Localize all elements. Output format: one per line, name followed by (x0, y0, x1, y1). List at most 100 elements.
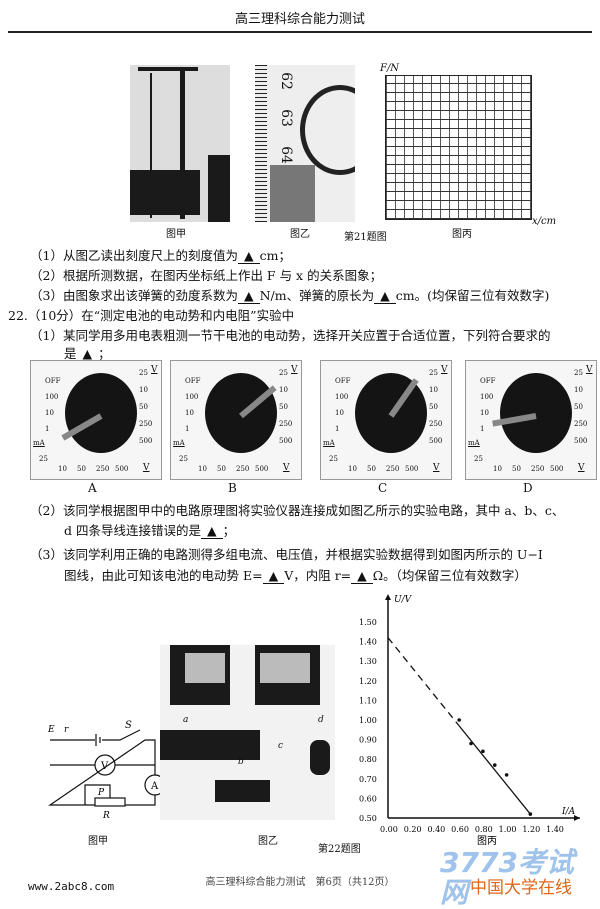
dial-label: 25 (139, 369, 148, 377)
y-tick-label: 0.50 (359, 814, 377, 823)
figure-22-yi-photo: a b c d (160, 645, 335, 820)
dial-label: 100 (335, 393, 349, 401)
q21-item-1: （1）从图乙读出刻度尺上的刻度值为▲cm； (30, 245, 291, 264)
dial-label: 50 (574, 403, 583, 411)
dial-label: 1 (185, 425, 190, 433)
dial-label: 10 (429, 386, 438, 394)
dial-label: 50 (279, 403, 288, 411)
y-axis-label: U/V (394, 595, 413, 605)
dial-label: 250 (96, 465, 110, 473)
y-tick-label: 1.00 (359, 716, 377, 725)
x-tick-label: 0.60 (451, 825, 469, 834)
option-label-C: C (378, 481, 388, 495)
q22-item-3-cont: 图线，由此可知该电池的电动势 E=▲V，内阻 r=▲Ω。（均保留三位有效数字） (64, 565, 527, 584)
dial-unit: V (578, 463, 585, 473)
y-tick-label: 1.30 (359, 657, 377, 666)
dial-label: 10 (335, 409, 344, 417)
answer-blank[interactable]: ▲ (374, 288, 396, 304)
header-divider (8, 31, 592, 33)
dial-label: 50 (77, 465, 86, 473)
option-label-D: D (523, 481, 533, 495)
data-point (528, 812, 533, 816)
dial-label: 250 (531, 465, 545, 473)
x-axis-label: I/A (561, 807, 576, 817)
figure-21-yi-ruler-photo: 62 63 64 65 (255, 65, 355, 222)
item-text: d 四条导线连接错误的是 (64, 523, 201, 538)
selector-dial (205, 373, 277, 453)
answer-blank[interactable]: ▲ (351, 568, 373, 584)
data-point (457, 718, 461, 722)
data-point (469, 741, 473, 746)
label-E: E (47, 725, 55, 735)
q21-item-2: （2）根据所测数据，在图丙坐标纸上作出 F 与 x 的关系图象； (30, 265, 382, 284)
ui-graph: U/VI/A0.500.600.700.800.901.001.101.201.… (359, 594, 580, 845)
dial-label: 10 (185, 409, 194, 417)
answer-blank[interactable]: ▲ (237, 288, 260, 304)
selector-dial (355, 373, 427, 453)
label-V: V (100, 761, 109, 772)
dial-label: 100 (45, 393, 59, 401)
item-text: 由图象求出该弹簧的劲度系数为 (62, 288, 238, 303)
dial-label: 10 (279, 386, 288, 394)
item-text: Ω。（均保留三位有效数字） (372, 568, 527, 583)
circuit-diagram: E r S V A P R (47, 720, 160, 820)
x-tick-label: 0.80 (475, 825, 493, 834)
voltmeter-symbol (94, 754, 116, 776)
dial-unit: V (441, 365, 448, 375)
dial-label: 50 (512, 465, 521, 473)
dial-label: 250 (574, 420, 588, 428)
page-footer: 高三理科综合能力测试 第6页（共12页） (205, 877, 395, 888)
caption-21-yi: 图乙 (290, 229, 310, 240)
wire-label-a: a (183, 715, 189, 725)
answer-blank[interactable]: ▲ (262, 568, 285, 584)
answer-blank[interactable]: ▲ (237, 248, 260, 264)
dial-label: 25 (574, 369, 583, 377)
dial-label: 1 (480, 425, 485, 433)
selector-pointer (61, 413, 103, 441)
dial-label: 1 (45, 425, 50, 433)
item-text: ； (98, 346, 111, 361)
x-tick-label: 0.20 (404, 825, 422, 834)
watermark-logo: 3773考试网 (440, 846, 574, 909)
item-number: （1） (30, 248, 63, 263)
dial-label: 500 (405, 465, 419, 473)
item-text: cm； (259, 248, 291, 263)
answer-blank[interactable]: ▲ (200, 523, 223, 539)
grid-y-axis-label: F/N (380, 63, 400, 74)
dial-label: 50 (139, 403, 148, 411)
x-tick-label: 1.00 (499, 825, 517, 834)
selector-pointer (388, 378, 419, 418)
dial-label: 500 (139, 437, 153, 445)
dial-unit: V (586, 365, 593, 375)
item-text: 从图乙读出刻度尺上的刻度值为 (62, 248, 238, 263)
dial-label: 25 (474, 455, 483, 463)
wire-label-d: d (318, 715, 324, 725)
q22-item-3: （3）该同学利用正确的电路测得多组电流、电压值，并根据实验数据得到如图丙所示的 … (30, 544, 543, 563)
dial-label: 10 (348, 465, 357, 473)
dial-label: 250 (139, 420, 153, 428)
x-tick-label: 0.00 (380, 825, 398, 834)
label-R: R (102, 811, 110, 820)
option-label-A: A (88, 481, 97, 495)
y-tick-label: 1.50 (359, 618, 377, 627)
dial-label: OFF (185, 377, 201, 385)
dial-unit: V (151, 365, 158, 375)
ruler-label: 63 (277, 109, 294, 127)
dial-label: 25 (39, 455, 48, 463)
dial-label: OFF (480, 377, 496, 385)
dial-unit: V (433, 463, 440, 473)
y-tick-label: 1.40 (359, 638, 377, 647)
dial-label: OFF (45, 377, 61, 385)
figure-21-bing-grid (385, 75, 532, 220)
item-text: 某同学用多用电表粗测一节干电池的电动势，选择开关应置于合适位置，下列符合要求的 (62, 328, 551, 343)
dial-label: 1 (335, 425, 340, 433)
dial-label: 10 (574, 386, 583, 394)
dial-label: 10 (45, 409, 54, 417)
dial-label: 500 (574, 437, 588, 445)
dial-label: 500 (279, 437, 293, 445)
label-A: A (150, 781, 159, 792)
